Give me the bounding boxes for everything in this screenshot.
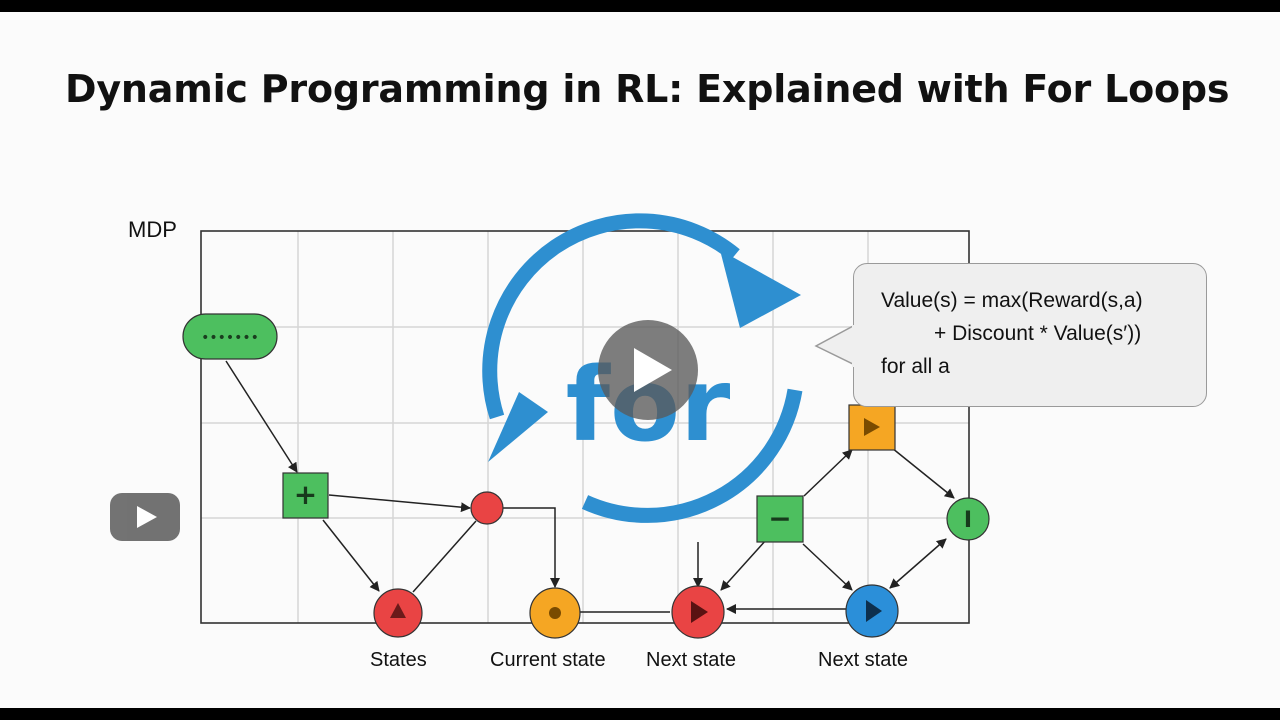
play-triangle bbox=[634, 348, 672, 392]
loop-arrowheads bbox=[488, 250, 801, 462]
caption-next-state-2: Next state bbox=[818, 649, 909, 671]
caption-current-state: Current state bbox=[490, 649, 606, 671]
current-state-node bbox=[529, 587, 581, 639]
caption-next-state-1: Next state bbox=[646, 649, 737, 671]
youtube-logo-icon[interactable] bbox=[110, 493, 180, 541]
video-frame: Dynamic Programming in RL: Explained wit… bbox=[0, 12, 1280, 708]
video-title: Dynamic Programming in RL: Explained wit… bbox=[65, 67, 1230, 111]
state-node-triangle bbox=[373, 588, 423, 638]
plus-symbol: + bbox=[294, 478, 317, 511]
start-node: ••••••• bbox=[182, 313, 278, 360]
youtube-play-glyph bbox=[137, 506, 157, 528]
play-button-icon[interactable] bbox=[598, 320, 698, 420]
next-state-node-blue bbox=[845, 584, 899, 638]
formula-line-3: for all a bbox=[881, 355, 950, 378]
formula-line-2: + Discount * Value(s′)) bbox=[934, 322, 1142, 345]
plus-node: + bbox=[282, 472, 329, 519]
terminal-node: I bbox=[946, 497, 990, 541]
bubble-tail-cover bbox=[852, 325, 858, 367]
loop-arrows-icon bbox=[482, 213, 803, 523]
caption-states: States bbox=[370, 649, 427, 671]
minus-symbol: − bbox=[768, 502, 791, 535]
orange-action-node bbox=[848, 404, 896, 451]
mdp-label: MDP bbox=[128, 217, 177, 242]
start-node-dots: ••••••• bbox=[201, 330, 259, 346]
letterbox-bottom bbox=[0, 708, 1280, 720]
formula-bubble: Value(s) = max(Reward(s,a) + Discount * … bbox=[853, 263, 1207, 407]
edges bbox=[225, 360, 955, 614]
bubble-tail bbox=[814, 323, 856, 367]
minus-node: − bbox=[756, 495, 804, 543]
formula-line-1: Value(s) = max(Reward(s,a) bbox=[881, 289, 1143, 312]
terminal-symbol: I bbox=[964, 508, 972, 533]
red-decision-node bbox=[470, 491, 504, 525]
next-state-node-red bbox=[671, 585, 725, 639]
